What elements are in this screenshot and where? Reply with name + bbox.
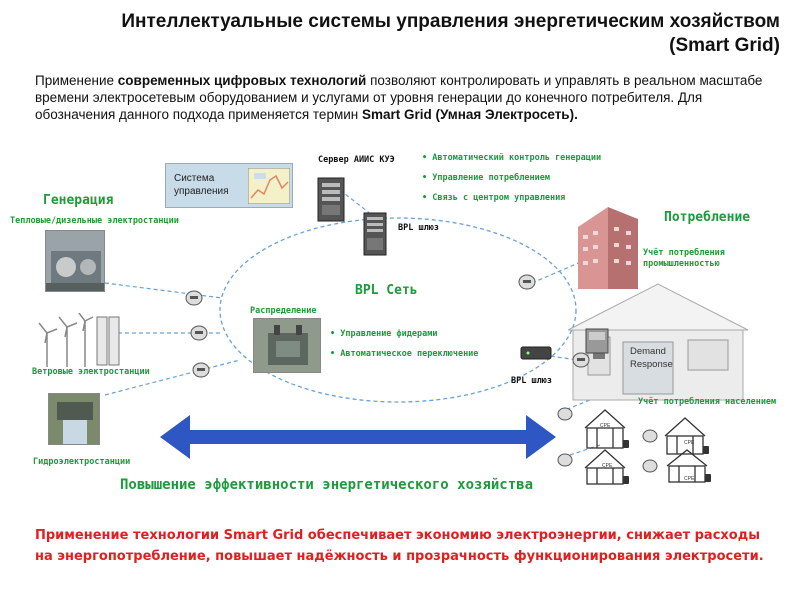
server-feature: Управление потреблением (422, 168, 601, 188)
chart-screen-icon (248, 168, 290, 204)
server-feature: Связь с центром управления (422, 188, 601, 208)
server-feature: Автоматический контроль генерации (422, 148, 601, 168)
efficiency-label: Повышение эффективности энергетического … (120, 477, 534, 493)
thermal-plant-image (45, 230, 105, 292)
efficiency-arrow (160, 415, 556, 459)
distribution-title: Распределение (250, 306, 317, 316)
wind-plant-image (38, 313, 120, 367)
server-icon (317, 177, 345, 222)
meter-icon (190, 325, 208, 341)
demand-response-label: Demand Response (630, 346, 673, 370)
control-system-box: Система управления (165, 163, 293, 208)
generation-title: Генерация (43, 193, 114, 208)
bpl-gateway-bottom-label: BPL шлюз (511, 376, 552, 386)
page-title: Интеллектуальные системы управления энер… (121, 11, 780, 56)
server-features-list: Автоматический контроль генерации Управл… (422, 148, 601, 208)
cpe-label: CPE (684, 476, 695, 482)
hydro-plant-image (48, 393, 100, 445)
population-meter-label: Учёт потребления населением (638, 397, 777, 407)
wind-plant-label: Ветровые электростанции (32, 367, 150, 377)
intro-text: Применение современных цифровых технолог… (35, 73, 763, 122)
bpl-gateway-icon (363, 212, 387, 256)
bpl-network-ellipse (219, 217, 577, 403)
distribution-features-list: Управление фидерами Автоматическое перек… (330, 324, 478, 364)
meter-icon (185, 290, 203, 306)
industrial-building-icon (578, 207, 638, 289)
cpe-label: CPE (600, 423, 611, 429)
cpe-label: CPE (684, 440, 695, 446)
distribution-feature: Автоматическое переключение (330, 344, 478, 364)
consumption-title: Потребление (664, 210, 751, 225)
smart-panel-icon (585, 328, 609, 354)
meter-icon (192, 362, 210, 378)
connection-lines (104, 189, 601, 456)
cpe-label: CPE (602, 463, 613, 469)
control-system-label: Система управления (174, 173, 229, 197)
bottom-summary: Применение технологии Smart Grid обеспеч… (35, 528, 764, 564)
server-label: Сервер АИИС КУЭ (318, 155, 395, 165)
meter-icon (572, 352, 590, 368)
bpl-network-label: BPL Сеть (355, 283, 418, 298)
bpl-gateway-top-label: BPL шлюз (398, 223, 439, 233)
thermal-plant-label: Тепловые/дизельные электростанции (10, 216, 179, 226)
bpl-modem-icon (520, 346, 552, 360)
residential-houses (557, 407, 711, 485)
distribution-feature: Управление фидерами (330, 324, 478, 344)
house-icon (567, 283, 749, 401)
industrial-meter-label: Учёт потребления промышленностью (643, 248, 725, 269)
meter-icon (518, 274, 536, 290)
hydro-plant-label: Гидроэлектростанции (33, 457, 131, 467)
substation-image (253, 318, 321, 373)
